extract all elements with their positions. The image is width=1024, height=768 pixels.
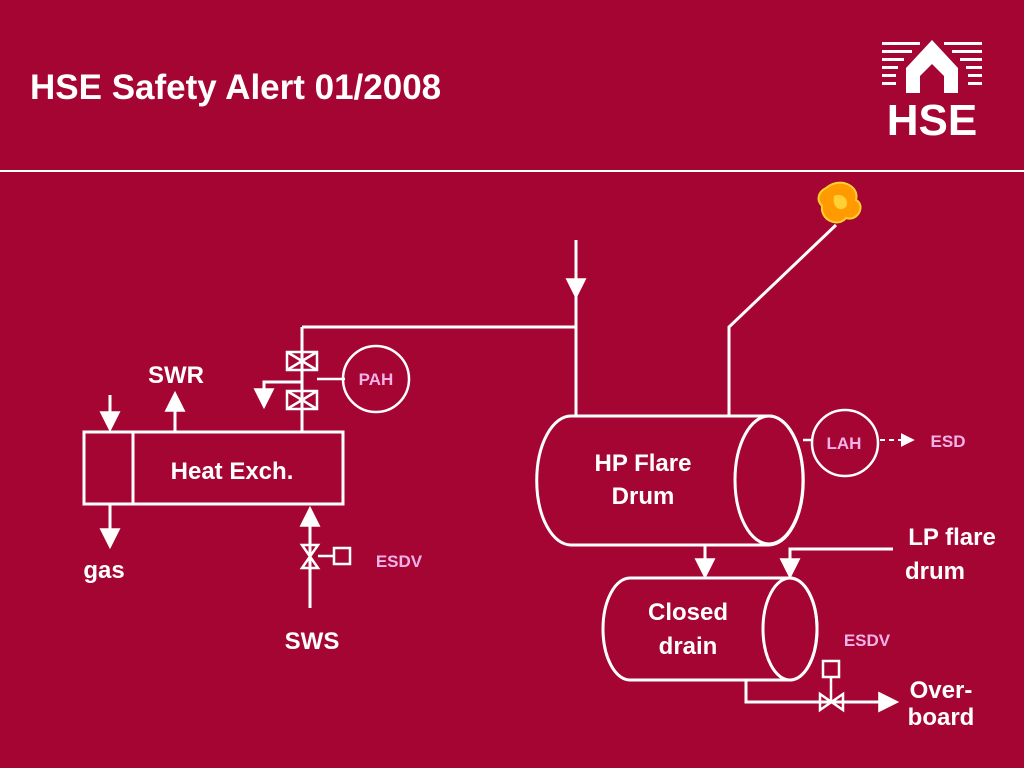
- lah-instrument: [810, 408, 880, 478]
- lp-flare-line: [779, 547, 893, 580]
- hp-flare-drum-label-line1: HP Flare: [595, 450, 692, 477]
- gas-label: gas: [83, 557, 124, 584]
- pah-instrument: [341, 344, 411, 414]
- hse-logo: HSE: [882, 38, 982, 138]
- lp-flare-label-line2: drum: [905, 558, 965, 585]
- vent-branch-arrow: [253, 380, 302, 410]
- pah-label: PAH: [359, 370, 394, 389]
- lp-flare-label-line1: LP flare: [908, 524, 996, 551]
- heat-exchanger-label: Heat Exch.: [171, 458, 294, 485]
- hp-flare-drum: [535, 414, 805, 547]
- hp-flare-drum-label-line2: Drum: [612, 483, 675, 510]
- slide-title: HSE Safety Alert 01/2008: [30, 68, 442, 107]
- closed-drain-label-line2: drain: [659, 633, 718, 660]
- flame-icon: [817, 181, 862, 224]
- esdv-drain-label: ESDV: [844, 631, 891, 650]
- esdv-heat-exch-label: ESDV: [376, 552, 423, 571]
- overboard-label-line1: Over-: [910, 677, 973, 704]
- overboard-line: [744, 680, 900, 713]
- heat-exchanger: [82, 430, 345, 506]
- logo-text: HSE: [887, 96, 977, 138]
- sws-label: SWS: [285, 628, 340, 655]
- closed-drain: [601, 576, 819, 682]
- relief-valve-lower: [285, 389, 319, 411]
- flare-stack-line: [727, 223, 838, 416]
- closed-drain-label-line1: Closed: [648, 599, 728, 626]
- esd-label: ESD: [931, 432, 966, 451]
- swr-label: SWR: [148, 362, 204, 389]
- relief-valve-upper: [285, 350, 319, 372]
- esdv-valve-overboard: [818, 659, 845, 713]
- esdv-valve-sws: [299, 543, 352, 570]
- overboard-label-line2: board: [908, 704, 975, 731]
- lah-label: LAH: [827, 434, 862, 453]
